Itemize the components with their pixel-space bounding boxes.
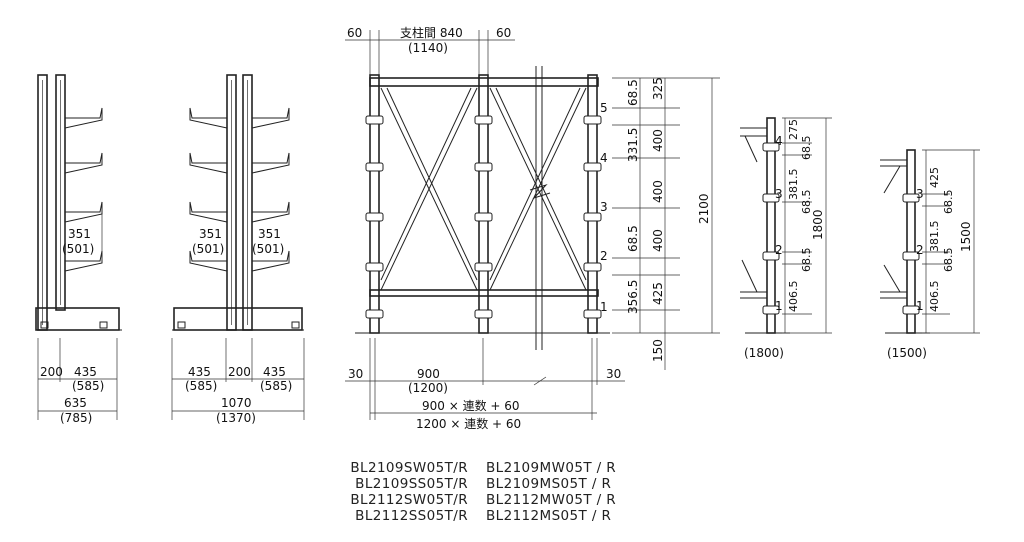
dbl-dim-435b: 435 <box>263 365 286 379</box>
s-381-5: 381.5 <box>928 221 941 253</box>
view-1500: 3 2 1 425 68.5 381.5 68.5 406.5 1500 (15… <box>880 149 980 360</box>
h-331-5: 331.5 <box>626 128 640 162</box>
dbl-dim-585a: (585) <box>185 379 217 393</box>
s-caption: (1500) <box>887 346 927 360</box>
model-code: BL2109MS05T / R <box>486 476 612 492</box>
s-1500: 1500 <box>959 221 973 252</box>
s-level-3: 3 <box>916 187 924 201</box>
m-level-4: 4 <box>775 134 783 148</box>
dbl-dim-200: 200 <box>228 365 251 379</box>
model-code: BL2112MW05T / R <box>486 492 617 508</box>
model-row: BL2112SW05T/R BL2112MW05T / R <box>280 492 680 508</box>
s-68-5-b: 68.5 <box>942 248 955 273</box>
h-400-c: 400 <box>651 229 665 252</box>
dbl-dim-585b: (585) <box>260 379 292 393</box>
m-68-5-a: 68.5 <box>800 136 813 161</box>
m-68-5-c: 68.5 <box>800 248 813 273</box>
h-68-5-a: 68.5 <box>626 79 640 106</box>
h-68-5-b: 68.5 <box>626 225 640 252</box>
h-2100: 2100 <box>697 193 711 224</box>
dbl-arm-right-alt-label: (501) <box>252 242 284 256</box>
s-level-2: 2 <box>916 243 924 257</box>
m-level-3: 3 <box>775 187 783 201</box>
model-row: BL2112SS05T/R BL2112MS05T / R <box>280 508 680 524</box>
dim-585: (585) <box>72 379 104 393</box>
front-1200: (1200) <box>408 381 448 395</box>
model-row: BL2109SW05T/R BL2109MW05T / R <box>280 460 680 476</box>
dbl-arm-left-label: 351 <box>199 227 222 241</box>
h-400-b: 400 <box>651 180 665 203</box>
view-1800: 4 3 2 1 275 68.5 381.5 68.5 68.5 406.5 1… <box>740 117 832 360</box>
s-425: 425 <box>928 167 941 188</box>
formula-900: 900 × 連数 + 60 <box>422 398 520 413</box>
top-60-left: 60 <box>347 26 362 40</box>
dim-435: 435 <box>74 365 97 379</box>
model-row: BL2109SS05T/R BL2109MS05T / R <box>280 476 680 492</box>
m-406-5: 406.5 <box>787 281 800 313</box>
front-30-left: 30 <box>348 367 363 381</box>
top-60-right: 60 <box>496 26 511 40</box>
level-1: 1 <box>600 300 608 314</box>
front-30-right: 30 <box>606 367 621 381</box>
h-400-a: 400 <box>651 129 665 152</box>
front-900: 900 <box>417 367 440 381</box>
h-325: 325 <box>651 77 665 100</box>
s-68-5-a: 68.5 <box>942 190 955 215</box>
level-3: 3 <box>600 200 608 214</box>
top-span: 支柱間 840 <box>400 25 463 40</box>
s-level-1: 1 <box>916 299 924 313</box>
dim-785: (785) <box>60 411 92 425</box>
arm-length-label: 351 <box>68 227 91 241</box>
dbl-dim-435a: 435 <box>188 365 211 379</box>
level-2: 2 <box>600 249 608 263</box>
dbl-arm-right-label: 351 <box>258 227 281 241</box>
dbl-arm-left-alt-label: (501) <box>192 242 224 256</box>
formula-1200: 1200 × 連数 + 60 <box>416 416 521 431</box>
h-425: 425 <box>651 282 665 305</box>
h-150: 150 <box>651 339 665 362</box>
level-4: 4 <box>600 151 608 165</box>
s-406-5: 406.5 <box>928 281 941 313</box>
dim-200: 200 <box>40 365 63 379</box>
arm-length-alt-label: (501) <box>62 242 94 256</box>
m-level-2: 2 <box>775 243 783 257</box>
model-code: BL2109SW05T/R <box>350 460 468 476</box>
m-68-5-b: 68.5 <box>800 190 813 215</box>
m-1800: 1800 <box>811 209 825 240</box>
dbl-dim-1370: (1370) <box>216 411 256 425</box>
m-caption: (1800) <box>744 346 784 360</box>
double-side-view: 351 (501) 351 (501) 435 (585) 200 435 (5… <box>171 74 305 425</box>
model-code: BL2112SW05T/R <box>350 492 468 508</box>
level-5: 5 <box>600 101 608 115</box>
single-side-view: 351 (501) 200 435 (585) 635 (785) <box>35 74 122 425</box>
model-code: BL2112MS05T / R <box>486 508 612 524</box>
h-356-5: 356.5 <box>626 280 640 314</box>
top-span-paren: (1140) <box>408 41 448 55</box>
dbl-dim-1070: 1070 <box>221 396 252 410</box>
model-code: BL2109SS05T/R <box>355 476 468 492</box>
m-381-5: 381.5 <box>787 169 800 201</box>
m-275: 275 <box>787 119 800 140</box>
m-level-1: 1 <box>775 299 783 313</box>
front-view: 60 支柱間 840 (1140) 60 <box>345 25 720 431</box>
dim-635: 635 <box>64 396 87 410</box>
model-code: BL2112SS05T/R <box>355 508 468 524</box>
model-code: BL2109MW05T / R <box>486 460 617 476</box>
model-number-list: BL2109SW05T/R BL2109MW05T / R BL2109SS05… <box>280 460 680 524</box>
